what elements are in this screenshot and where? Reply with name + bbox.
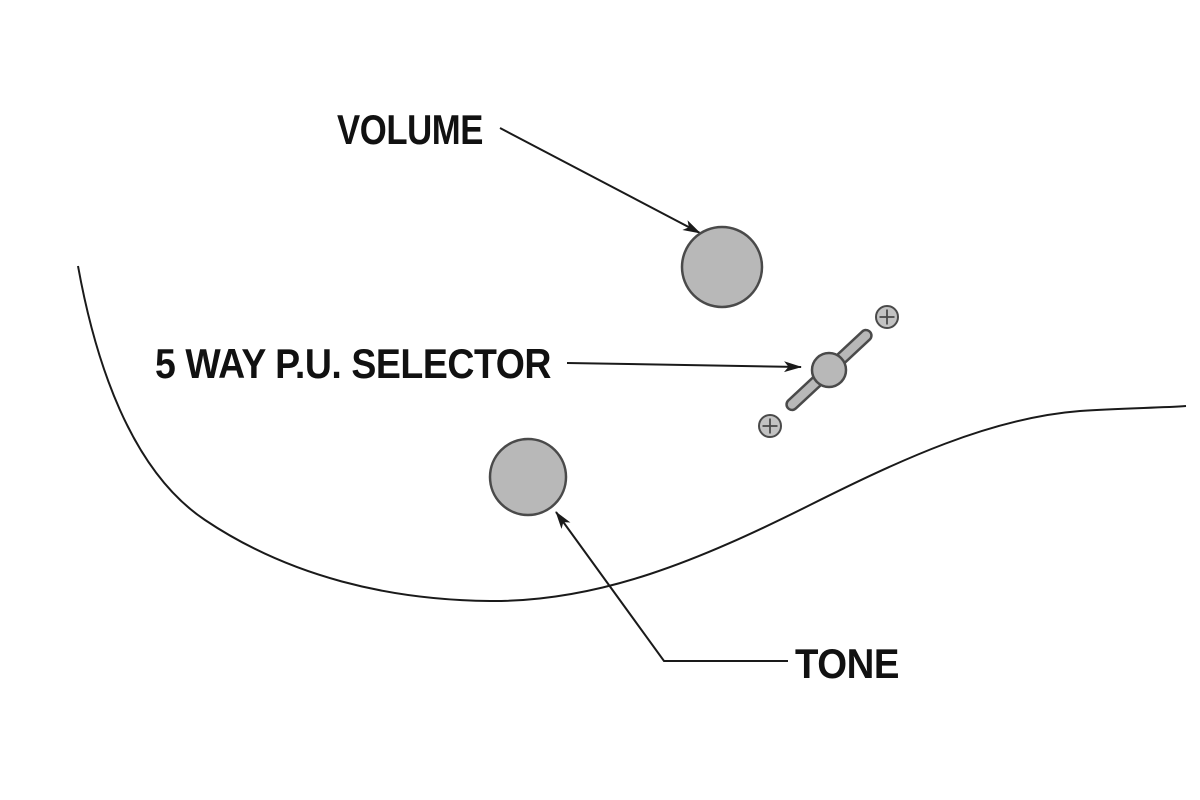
volume-label: VOLUME — [337, 106, 483, 153]
volume-knob — [680, 225, 764, 309]
selector-pivot — [810, 351, 848, 389]
selector-screw-top — [875, 305, 899, 329]
selector-label: 5 WAY P.U. SELECTOR — [155, 340, 551, 387]
pickup-selector-switch — [758, 305, 899, 438]
tone-knob — [488, 437, 568, 517]
tone-label: TONE — [795, 640, 899, 687]
tone-arrow — [555, 511, 788, 662]
volume-arrow — [499, 127, 701, 234]
guitar-body-outline — [77, 265, 1187, 603]
selector-screw-bottom — [758, 414, 782, 438]
selector-arrow — [566, 361, 802, 373]
